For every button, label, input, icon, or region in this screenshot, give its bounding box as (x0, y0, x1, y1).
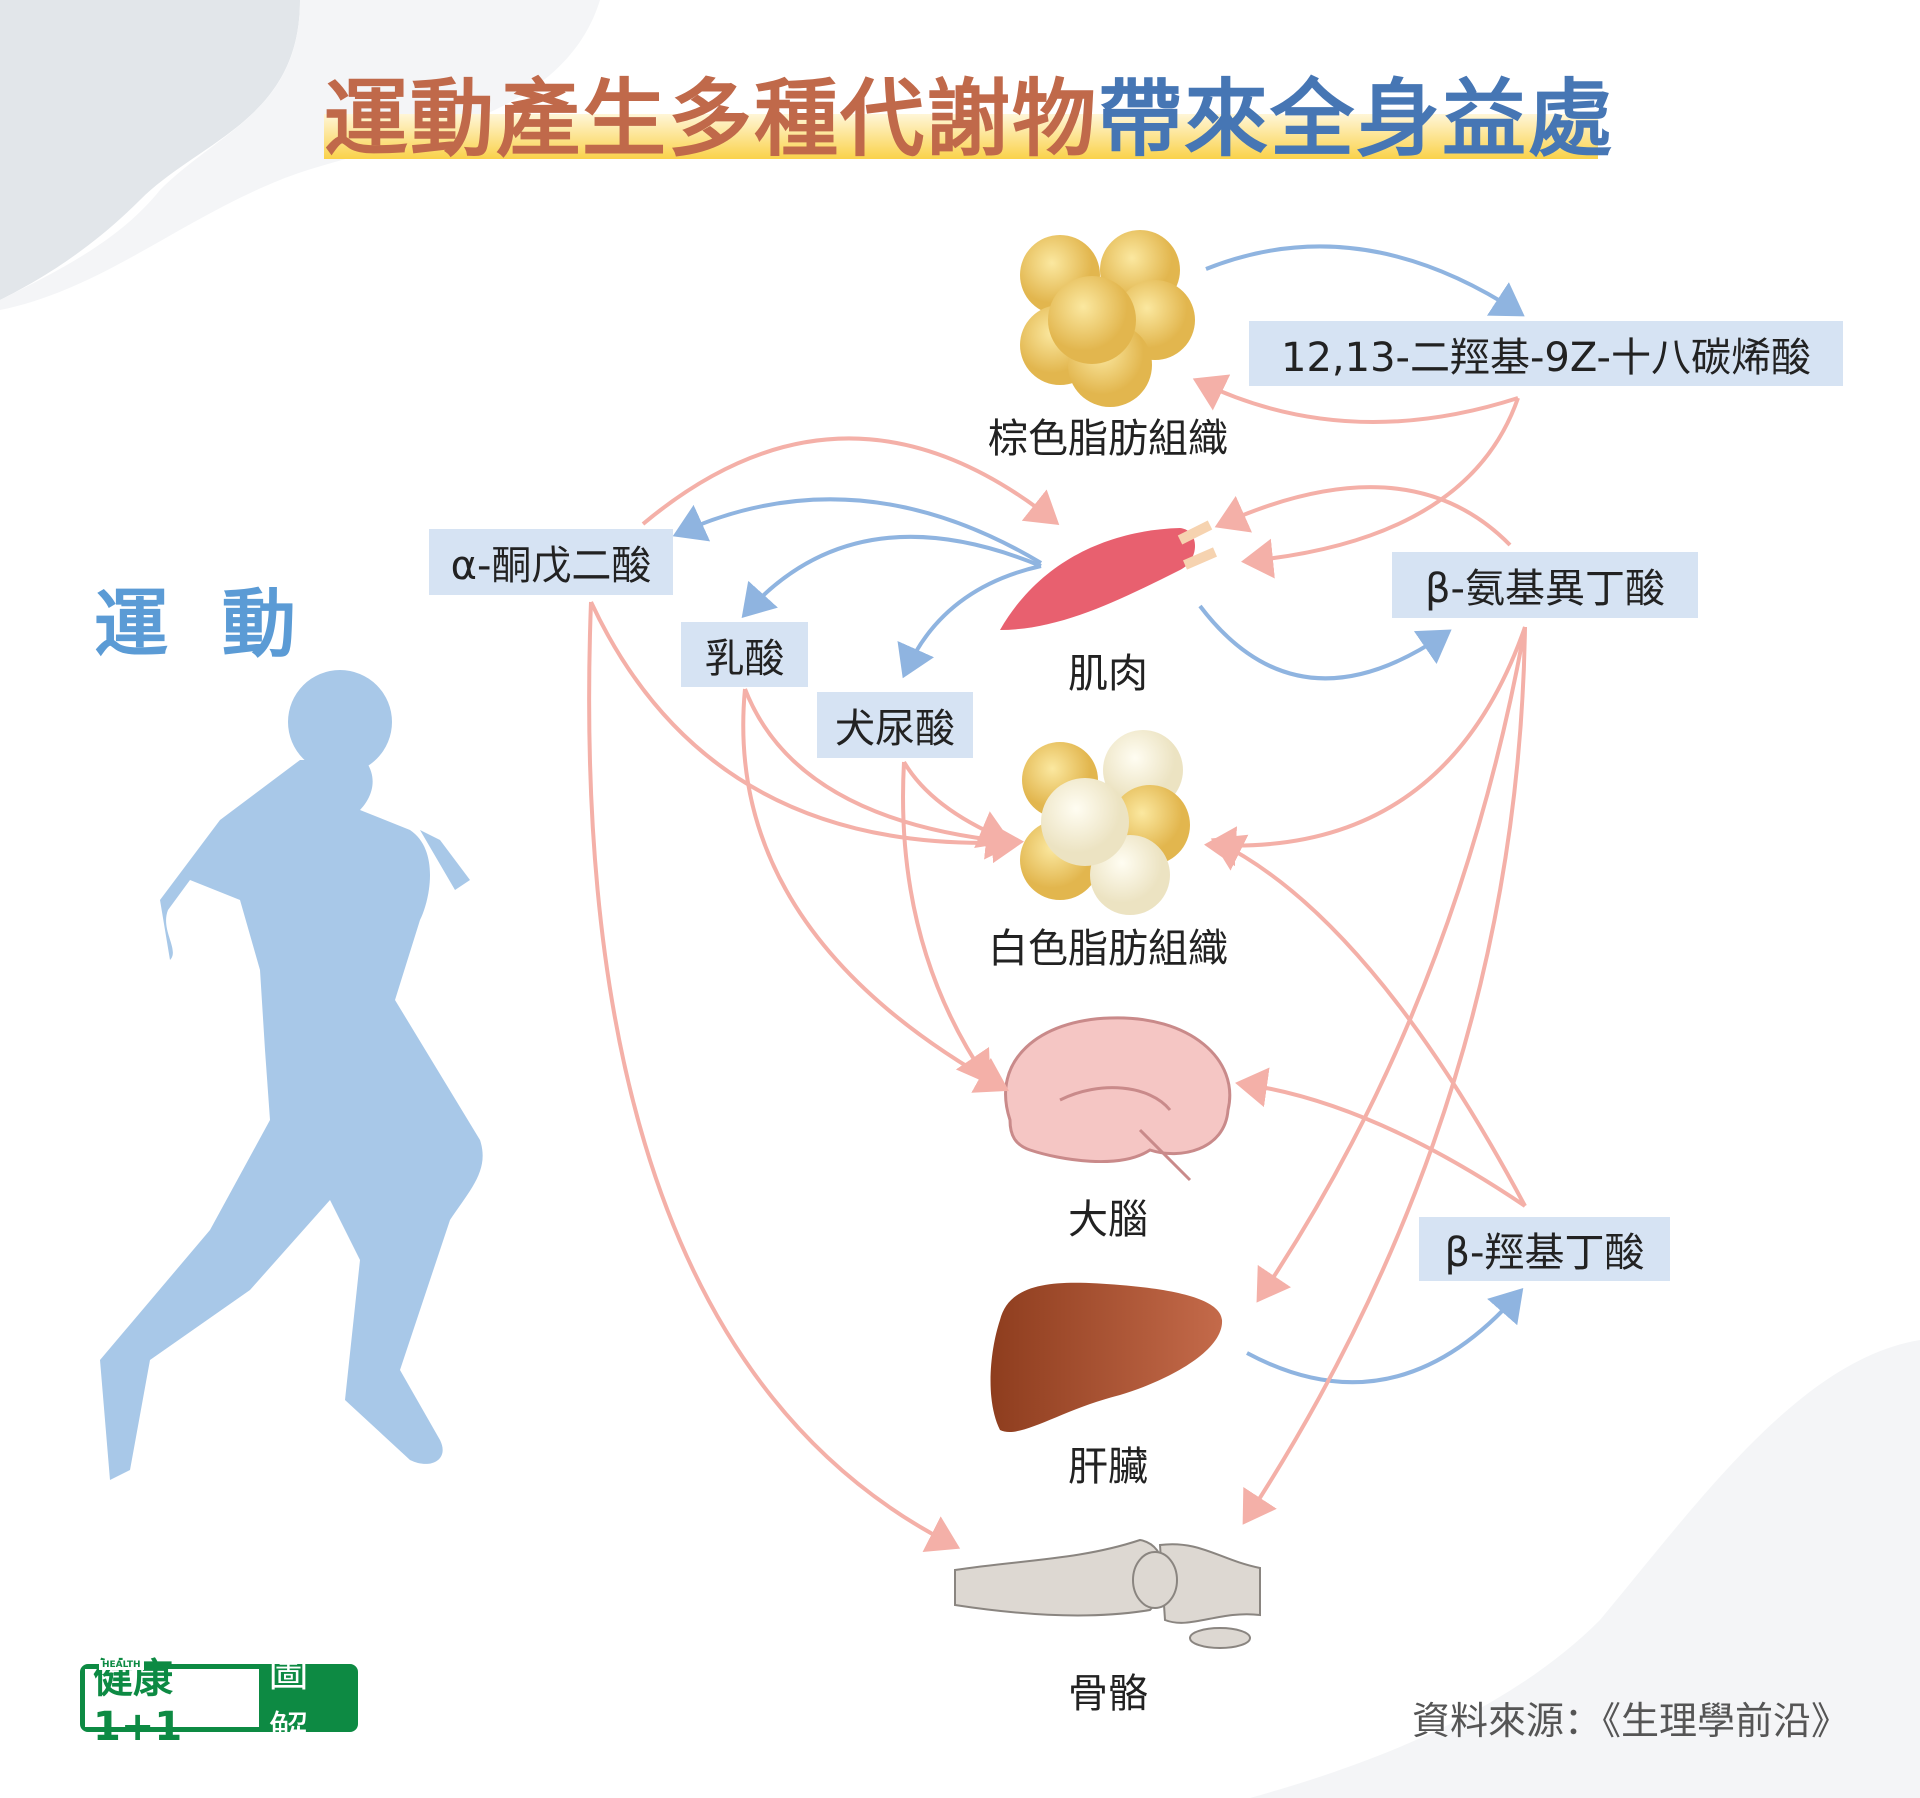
metabolite-box-bhb: β-羥基丁酸 (1419, 1217, 1670, 1281)
organ-label-brain: 大腦 (1068, 1197, 1148, 1243)
arrow-muscle-to-kyna (897, 564, 1042, 679)
arrow-akg-to-muscle (641, 436, 1060, 526)
page-title: 運動產生多種代謝物帶來全身益處 (324, 52, 1612, 168)
arrow-muscle-to-lactate (741, 534, 1042, 618)
source-citation: 資料來源：《生理學前沿》 (1411, 1699, 1849, 1743)
arrow-liver-to-bhb (1246, 1287, 1524, 1385)
arrow-muscle-to-baiba (1198, 604, 1452, 681)
logo-health-text: HEALTH (99, 1660, 144, 1670)
liver-illustration (990, 1282, 1223, 1432)
organ-label-liver: 肝臟 (1068, 1444, 1148, 1490)
white-fat-illustration (1020, 730, 1190, 915)
title-part2: 帶來全身益處 (1098, 70, 1615, 168)
metabolite-box-baiba: β-氨基異丁酸 (1392, 552, 1698, 618)
effect-arrows (587, 374, 1527, 1552)
bone-illustration (954, 1538, 1261, 1649)
title-highlight-bar (324, 114, 1598, 159)
arrow-akg-to-whitefat (589, 601, 1024, 864)
logo-suffix-text: 圖解 (268, 1650, 309, 1754)
arrow-lactate-to-whitefat (743, 688, 1018, 860)
runner-silhouette (100, 670, 483, 1480)
arrow-kyna-to-brain (901, 761, 991, 1085)
arrow-baiba-to-whitefat (1204, 626, 1527, 867)
exercise-label: 運 動 (94, 581, 310, 668)
arrow-baiba-to-bone (1242, 626, 1527, 1525)
metabolite-box-dihome: 12,13-二羥基-9Z-十八碳烯酸 (1249, 321, 1843, 386)
arrow-baiba-to-liver (1256, 626, 1527, 1303)
organ-label-brown-fat: 棕色脂肪組織 (988, 416, 1228, 462)
background-blob-bottom-right (1250, 1340, 1920, 1798)
arrow-akg-to-bone (587, 601, 961, 1552)
production-arrows (672, 244, 1525, 1385)
arrow-bhb-to-whitefat (1210, 834, 1527, 1207)
arrow-dihome-to-muscle (1241, 397, 1520, 579)
title-part1: 運動產生多種代謝物 (324, 70, 1099, 168)
brain-illustration (1004, 1016, 1232, 1182)
arrow-brownfat-to-dihome (1205, 244, 1525, 317)
metabolite-box-kyna: 犬尿酸 (817, 692, 973, 758)
organ-label-bone: 骨骼 (1068, 1671, 1148, 1717)
muscle-illustration (1000, 520, 1217, 630)
background-blob-top-left-light (0, 0, 600, 310)
brown-fat-illustration (1020, 230, 1195, 407)
arrow-bhb-to-brain (1235, 1067, 1527, 1208)
metabolite-box-akg: α-酮戊二酸 (429, 529, 673, 595)
organ-label-muscle: 肌肉 (1068, 651, 1148, 697)
arrow-kyna-to-whitefat (902, 760, 1012, 849)
arrow-dihome-to-brownfat (1192, 374, 1519, 424)
metabolite-box-lactate: 乳酸 (681, 622, 808, 687)
arrow-lactate-to-brain (741, 688, 1009, 1093)
logo-brand-text: 健康1+1 (85, 1656, 259, 1750)
organ-label-white-fat: 白色脂肪組織 (988, 926, 1228, 972)
arrow-muscle-to-akg (672, 497, 1043, 565)
brand-logo: HEALTH 健康1+1 圖解 (80, 1650, 358, 1754)
arrow-baiba-to-muscle (1214, 485, 1512, 547)
background-blob-top-left (0, 0, 300, 300)
